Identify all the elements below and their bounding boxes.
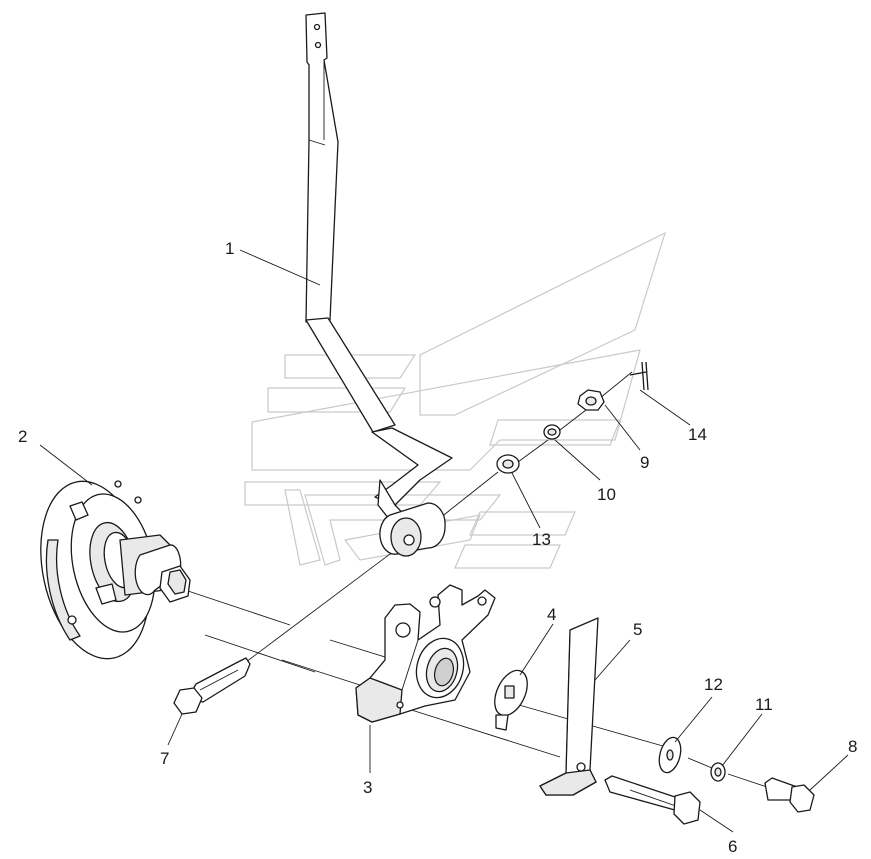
part-11-spring-washer [710, 762, 726, 782]
callout-12: 12 [704, 675, 723, 694]
part-4-lock-washer [494, 669, 528, 731]
part-10-washer [543, 424, 561, 440]
part-3-bracket-housing [355, 584, 496, 723]
part-8-bolt [764, 777, 815, 813]
part-7-bolt [173, 657, 251, 715]
part-1-lever [305, 12, 453, 557]
callout-7: 7 [160, 749, 169, 768]
part-2-flange-housing [40, 480, 191, 660]
callout-14: 14 [688, 425, 707, 444]
leader-lines [39, 249, 849, 833]
callout-9: 9 [640, 453, 649, 472]
callout-8: 8 [848, 737, 857, 756]
callout-1: 1 [225, 239, 234, 258]
callout-2: 2 [18, 427, 27, 446]
callout-6: 6 [728, 837, 737, 856]
part-12-flat-washer [658, 736, 682, 774]
part-9-castle-nut [577, 389, 605, 411]
callout-3: 3 [363, 778, 372, 797]
callout-4: 4 [547, 605, 556, 624]
part-13-washer [496, 454, 520, 474]
callout-labels: 1 2 3 4 5 6 7 8 9 10 11 12 13 14 [18, 239, 857, 856]
callout-11: 11 [755, 695, 773, 714]
callout-10: 10 [597, 485, 616, 504]
part-6-bolt [604, 775, 701, 825]
callout-5: 5 [633, 620, 642, 639]
callout-13: 13 [532, 530, 551, 549]
part-14-cotter-pin [629, 361, 649, 391]
part-5-angle-bracket [539, 617, 599, 796]
assembly-lines [184, 371, 771, 789]
